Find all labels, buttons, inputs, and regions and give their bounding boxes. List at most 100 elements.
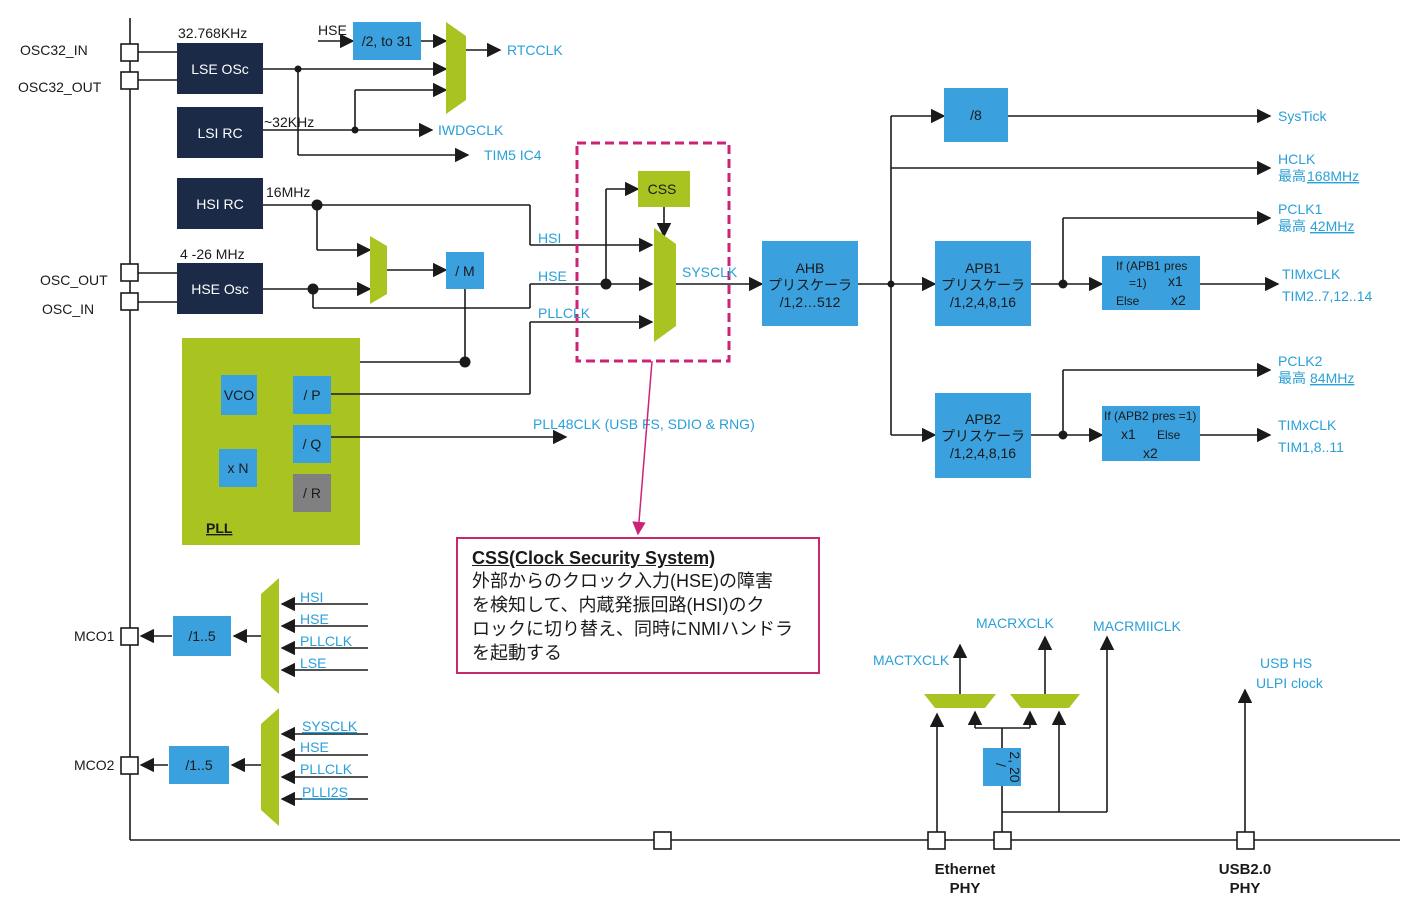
apb2-mul-x1: x1 <box>1121 426 1136 442</box>
apb1-title: APB1 <box>965 260 1001 276</box>
rtcclk-label: RTCCLK <box>507 42 563 58</box>
eth-div-slash: / <box>993 763 1009 767</box>
mco1-div-text: /1..5 <box>188 628 215 644</box>
m-div-box <box>446 252 484 289</box>
mactx-mux <box>924 694 996 708</box>
macrx-mux <box>1010 694 1080 708</box>
apb1-prescaler-box <box>935 241 1031 326</box>
mco2-div-text: /1..5 <box>185 757 212 773</box>
lsi-rc-box <box>177 107 263 158</box>
css-box <box>638 171 690 207</box>
eth-div-box <box>983 748 1021 786</box>
systick-label: SysTick <box>1278 108 1327 124</box>
lsi-rc-text: LSI RC <box>197 125 242 141</box>
sysclk-hsi-label: HSI <box>538 230 561 246</box>
hse-osc-text: HSE Osc <box>191 281 249 297</box>
apb2-line3: /1,2,4,8,16 <box>950 445 1016 461</box>
apb1-line3: /1,2,4,8,16 <box>950 294 1016 310</box>
mco2-input-0: SYSCLK <box>302 718 358 734</box>
mco2-mux <box>261 708 279 826</box>
junctions <box>294 65 1068 440</box>
lse-osc-text: LSE OSc <box>191 61 249 77</box>
pll-name: PLL <box>206 520 233 536</box>
lsi-freq: ~32KHz <box>264 114 314 130</box>
lse-freq: 32.768KHz <box>178 25 247 41</box>
usb-hs-label: USB HS <box>1260 655 1312 671</box>
vco-text: VCO <box>224 387 254 403</box>
mco2-pin <box>120 756 139 775</box>
apb2-line2: プリスケーラ <box>941 428 1025 444</box>
div8-box <box>944 88 1008 142</box>
pins <box>120 43 1255 850</box>
ethernet-pin-1 <box>927 831 946 850</box>
hclk-max: 168MHz <box>1307 168 1359 184</box>
usb-phy-l1: USB2.0 <box>1219 861 1272 878</box>
apb1-line2: プリスケーラ <box>941 277 1025 293</box>
timx2-range: TIM1,8..11 <box>1278 439 1344 455</box>
css-highlight-frame <box>575 141 731 363</box>
ahb-prescaler-box <box>762 241 858 326</box>
sysclk-label: SYSCLK <box>682 264 738 280</box>
eth-div-values: 2, 20 <box>1007 751 1023 782</box>
apb2-prescaler-box <box>935 393 1031 478</box>
mco2-input-2: PLLCLK <box>300 761 353 777</box>
bus-pin <box>653 831 672 850</box>
apb1-mul-l2: =1) <box>1129 276 1147 290</box>
sysclk-mux <box>654 228 676 342</box>
css-note-line2: を検知して、内蔵発振回路(HSI)のク <box>472 595 765 615</box>
timx1-label: TIMxCLK <box>1282 266 1341 282</box>
ahb-line2: プリスケーラ <box>768 277 852 293</box>
hsi-rc-box <box>177 178 263 229</box>
osc-in-pin <box>120 292 139 311</box>
macrmiiclk-label: MACRMIICLK <box>1093 618 1182 634</box>
pll-block <box>182 338 360 545</box>
pclk2-max: 84MHz <box>1310 370 1354 386</box>
q-div-text: / Q <box>303 436 322 452</box>
hsi-freq: 16MHz <box>266 184 310 200</box>
apb1-timer-multiplier-box <box>1102 256 1200 310</box>
xn-text: x N <box>228 460 249 476</box>
mco1-pin <box>120 627 139 646</box>
xn-box <box>219 449 257 487</box>
r-div-text: / R <box>303 485 321 501</box>
tim5-label: TIM5 IC4 <box>484 147 542 163</box>
sysclk-hse-label: HSE <box>538 268 567 284</box>
m-div-text: / M <box>455 263 474 279</box>
p-div-text: / P <box>303 387 320 403</box>
pclk1-max: 42MHz <box>1310 218 1354 234</box>
ethernet-phy-l2: PHY <box>950 880 981 897</box>
macrxclk-label: MACRXCLK <box>976 615 1054 631</box>
rtc-hse-label: HSE <box>318 22 347 38</box>
mco2-div-box <box>169 746 229 784</box>
usb-phy-l2: PHY <box>1230 880 1261 897</box>
lse-osc-box <box>177 43 263 94</box>
apb2-mul-x2: x2 <box>1143 445 1158 461</box>
css-note-line4: を起動する <box>472 643 562 663</box>
mco1-div-box <box>173 616 231 656</box>
apb1-mul-x1: x1 <box>1168 273 1183 289</box>
pclk1-label: PCLK1 <box>1278 201 1323 217</box>
rtc-div-text: /2, to 31 <box>362 33 413 49</box>
mco1-input-3: LSE <box>300 655 326 671</box>
osc-in-label: OSC_IN <box>42 301 94 317</box>
rtc-div-box <box>353 22 421 60</box>
apb1-mul-l1: If (APB1 pres <box>1116 259 1187 273</box>
wires <box>129 18 1400 841</box>
ahb-line3: /1,2…512 <box>780 294 841 310</box>
mco1-input-2: PLLCLK <box>300 633 353 649</box>
apb2-mul-else: Else <box>1157 428 1181 442</box>
hsi-rc-text: HSI RC <box>196 196 243 212</box>
osc-out-label: OSC_OUT <box>40 272 108 288</box>
osc32-out-label: OSC32_OUT <box>18 79 102 95</box>
hse-freq: 4 -26 MHz <box>180 246 245 262</box>
ethernet-phy-l1: Ethernet <box>935 861 996 878</box>
pclk2-max-prefix: 最高 <box>1278 370 1306 386</box>
css-note-line3: ロックに切り替え、同時にNMIハンドラ <box>472 619 793 639</box>
mco2-input-3: PLLI2S <box>302 784 348 800</box>
css-note-line1: 外部からのクロック入力(HSE)の障害 <box>472 571 773 591</box>
css-note-title: CSS(Clock Security System) <box>472 548 716 568</box>
ahb-title: AHB <box>796 260 825 276</box>
mco1-input-1: HSE <box>300 611 329 627</box>
mactxclk-label: MACTXCLK <box>873 652 950 668</box>
iwdgclk-label: IWDGCLK <box>438 122 504 138</box>
